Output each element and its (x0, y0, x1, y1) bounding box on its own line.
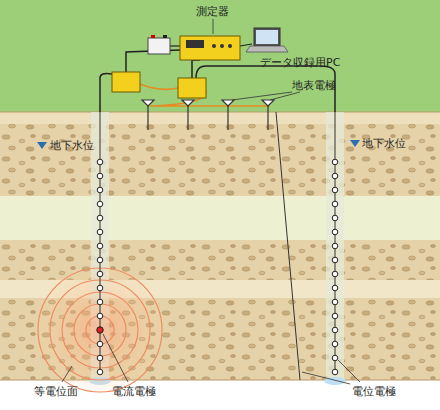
laptop (246, 28, 288, 52)
layer-line (0, 112, 440, 113)
potential-electrode (332, 257, 338, 263)
label-text: 地表電極 (292, 79, 336, 92)
soil-layer (0, 112, 440, 124)
cable (100, 74, 112, 113)
potential-electrode (97, 299, 103, 305)
gravel-layer (0, 240, 440, 280)
leader-lines (62, 19, 360, 384)
cable (276, 112, 300, 380)
potential-electrode (97, 257, 103, 263)
label-text: 測定器 (196, 5, 229, 18)
potential-electrode (332, 229, 338, 235)
label-text: データ収録用PC (260, 56, 340, 69)
potential-electrode (97, 187, 103, 193)
battery (148, 35, 170, 54)
label-text: 等電位面 (34, 385, 78, 398)
water-level-mark (350, 140, 360, 147)
potential-electrode (332, 215, 338, 221)
potential-electrode (332, 327, 338, 333)
potential-electrode (332, 187, 338, 193)
potential-electrode (332, 341, 338, 347)
potential-electrode (332, 243, 338, 249)
potential-electrode (97, 313, 103, 319)
potential-electrode (97, 355, 103, 361)
potential-electrode (332, 313, 338, 319)
label-text: 電流電極 (112, 385, 156, 398)
potential-electrode (97, 341, 103, 347)
surface-electrodes (142, 100, 274, 130)
potential-electrode (97, 201, 103, 207)
borehole-electrodes (97, 159, 338, 375)
potential-electrode (332, 201, 338, 207)
cable (150, 90, 270, 106)
gravel-layer (0, 124, 440, 196)
ground-surface (0, 0, 440, 112)
potential-electrode (97, 271, 103, 277)
potential-electrode (332, 173, 338, 179)
potential-electrode (97, 369, 103, 375)
switch-box (112, 72, 206, 98)
cable (140, 84, 178, 89)
label-text: 地下水位 (50, 139, 94, 152)
potential-electrode (97, 285, 103, 291)
sand-layer (0, 196, 440, 240)
potential-electrode (97, 215, 103, 221)
potential-electrode (97, 243, 103, 249)
current-electrode (97, 327, 103, 333)
cable (170, 45, 180, 46)
equipotential-circles (38, 268, 162, 392)
potential-electrode (332, 159, 338, 165)
potential-electrode (332, 299, 338, 305)
potential-electrode (332, 271, 338, 277)
borehole (326, 112, 344, 380)
potential-electrode (97, 229, 103, 235)
measuring-instrument (180, 36, 240, 60)
label-text: 電位電極 (352, 385, 396, 398)
potential-electrode (97, 173, 103, 179)
potential-electrode (97, 159, 103, 165)
potential-electrode (332, 369, 338, 375)
potential-electrode (332, 285, 338, 291)
label-text: 地下水位 (362, 137, 406, 150)
cable (192, 60, 200, 78)
cable (196, 66, 335, 112)
potential-electrode (332, 355, 338, 361)
potential-electrode (97, 327, 103, 333)
water-level-mark (37, 142, 47, 149)
